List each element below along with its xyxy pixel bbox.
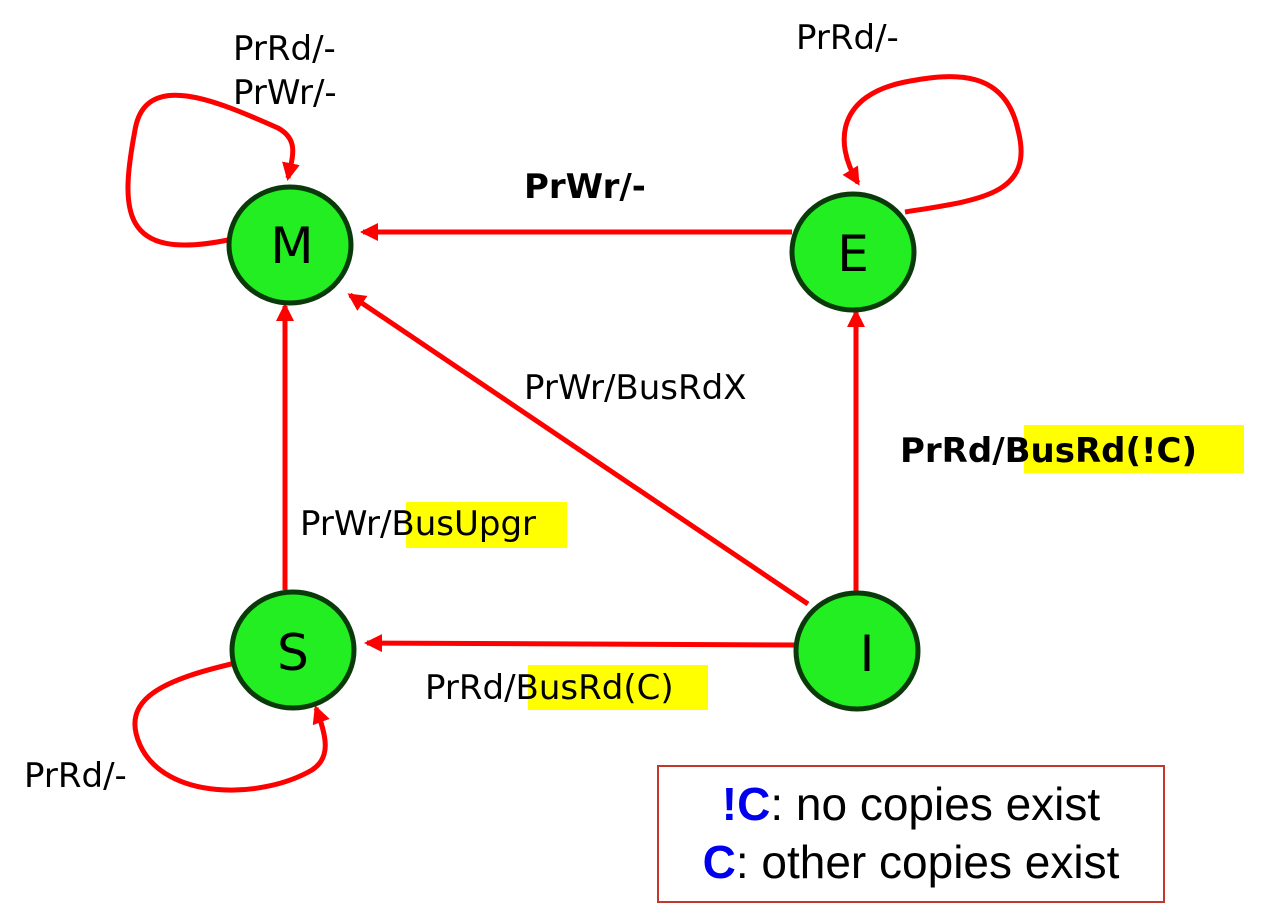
highlight-busupgr bbox=[406, 502, 567, 548]
state-e: E bbox=[789, 191, 917, 313]
legend-row-no-copies: !C: no copies exist bbox=[722, 778, 1101, 830]
edge-i-to-s bbox=[364, 634, 797, 653]
legend-key-c: C bbox=[703, 836, 736, 888]
label-s-to-m-highlight: BusUpgr bbox=[391, 504, 536, 544]
label-e-self-prrd: PrRd/- bbox=[796, 18, 899, 58]
label-i-to-m: PrWr/BusRdX bbox=[524, 368, 747, 408]
state-i: I bbox=[793, 590, 921, 712]
highlight-busrd-c bbox=[528, 665, 708, 710]
legend-text-c: : other copies exist bbox=[736, 836, 1120, 888]
legend-text-not-c: : no copies exist bbox=[770, 778, 1100, 830]
label-m-self-prwr: PrWr/- bbox=[233, 73, 337, 113]
state-m-label: M bbox=[270, 217, 313, 275]
label-s-self-prrd: PrRd/- bbox=[24, 756, 127, 796]
label-i-to-e-prefix: PrRd/ bbox=[900, 431, 1005, 471]
legend-key-not-c: !C bbox=[722, 778, 771, 830]
edge-i-to-m bbox=[347, 292, 810, 607]
state-s-label: S bbox=[277, 624, 309, 682]
label-m-self-prrd: PrRd/- bbox=[233, 29, 336, 69]
label-s-to-m-prefix: PrWr/ bbox=[300, 504, 392, 544]
label-i-to-e-highlight: BusRd(!C) bbox=[1005, 431, 1197, 471]
label-i-to-s-prefix: PrRd/ bbox=[425, 668, 516, 708]
self-loop-m bbox=[125, 92, 300, 248]
legend-box bbox=[657, 765, 1165, 903]
legend-row-other-copies: C: other copies exist bbox=[703, 836, 1120, 888]
state-s: S bbox=[229, 589, 357, 711]
legend: !C: no copies exist C: other copies exis… bbox=[657, 765, 1165, 903]
state-i-label: I bbox=[860, 625, 875, 683]
state-m: M bbox=[226, 184, 354, 306]
highlight-busrd-not-c bbox=[1024, 425, 1244, 473]
self-loop-s bbox=[132, 659, 330, 793]
label-e-to-m: PrWr/- bbox=[524, 167, 646, 207]
self-loop-e bbox=[841, 74, 1024, 215]
label-i-to-s-highlight: BusRd(C) bbox=[516, 668, 674, 708]
label-i-to-s: PrRd/BusRd(C) bbox=[425, 668, 674, 708]
state-e-label: E bbox=[837, 225, 869, 283]
label-i-to-e: PrRd/BusRd(!C) bbox=[900, 431, 1197, 471]
label-s-to-m: PrWr/BusUpgr bbox=[300, 504, 536, 544]
